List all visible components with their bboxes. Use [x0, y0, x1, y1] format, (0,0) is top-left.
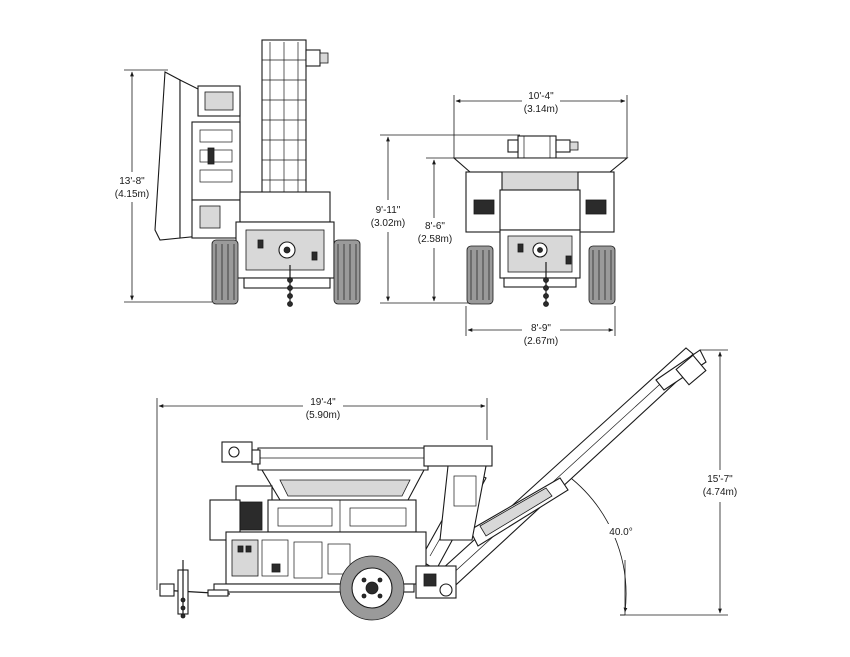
front-view: 10'-4" (3.14m) 9'-11" (3.02m) 8'-6" (2.5… — [369, 88, 629, 350]
side-view: 19'-4" (5.90m) 15'-7" (4.74m) 40.0° — [156, 347, 740, 621]
rear-height-dimension: 13'-8" (4.15m) — [113, 69, 212, 303]
side-height-imperial: 15'-7" — [707, 474, 733, 485]
rear-height-metric: (4.15m) — [115, 189, 149, 200]
folded-hopper — [154, 71, 241, 241]
front-machine — [452, 135, 629, 307]
front-height-total-dimension: 9'-11" (3.02m) — [369, 134, 520, 304]
front-height-total-imperial: 9'-11" — [376, 205, 401, 216]
front-height-total-metric: (3.02m) — [371, 218, 405, 229]
rear-conveyor — [261, 39, 329, 201]
front-height-hopper-dimension: 8'-6" (2.58m) — [418, 157, 456, 302]
side-body — [209, 485, 427, 593]
front-width-dimension: 10'-4" (3.14m) — [453, 88, 628, 158]
side-height-metric: (4.74m) — [703, 487, 737, 498]
side-length-dimension: 19'-4" (5.90m) — [156, 394, 488, 590]
front-track-width-imperial: 8'-9" — [531, 323, 551, 334]
front-height-hopper-metric: (2.58m) — [418, 234, 452, 245]
front-height-hopper-imperial: 8'-6" — [425, 221, 445, 232]
rear-view: 13'-8" (4.15m) — [113, 39, 361, 307]
side-wheel — [339, 555, 405, 621]
side-length-metric: (5.90m) — [306, 410, 340, 421]
front-track-width-dimension: 8'-9" (2.67m) — [465, 306, 616, 350]
front-width-metric: (3.14m) — [524, 104, 558, 115]
conveyor-angle-dimension: 40.0° — [566, 474, 634, 616]
rear-body — [211, 191, 361, 307]
side-hopper — [221, 441, 493, 541]
rear-height-imperial: 13'-8" — [119, 176, 145, 187]
front-width-imperial: 10'-4" — [528, 91, 554, 102]
side-height-dimension: 15'-7" (4.74m) — [620, 349, 740, 616]
side-gearbox — [415, 565, 457, 599]
side-hitch — [159, 560, 231, 619]
conveyor-angle-value: 40.0° — [609, 527, 632, 538]
front-track-width-metric: (2.67m) — [524, 336, 558, 347]
side-length-imperial: 19'-4" — [310, 397, 336, 408]
